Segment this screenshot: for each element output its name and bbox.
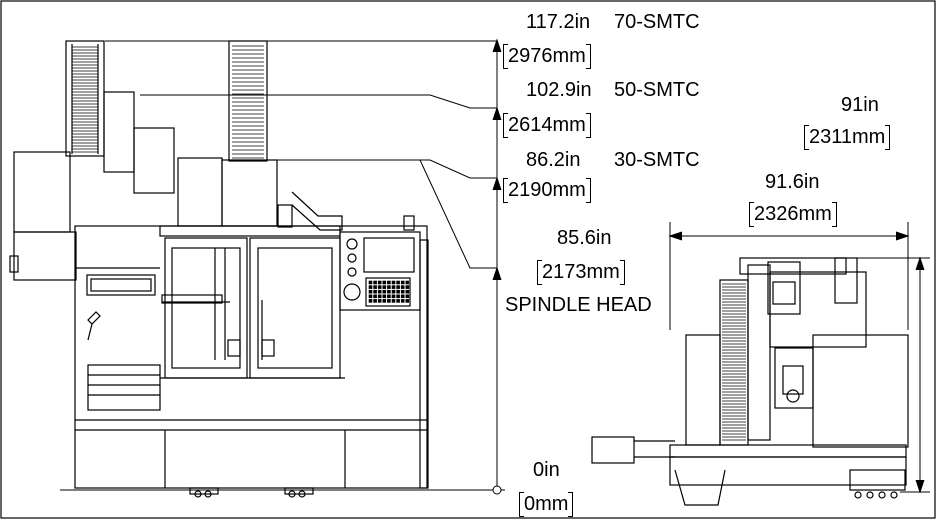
height-70-model: 70-SMTC [614,11,700,33]
depth-mm: 2326mm [749,202,837,227]
spindle-height-mm: 2173mm [537,260,625,285]
spindle-height-inch: 85.6in [557,227,612,249]
depth-inch: 91.6in [765,171,820,193]
height-30-inch: 86.2in [526,149,581,171]
height-dimension-lines [60,38,505,495]
side-dimension-inch: 91in [841,94,879,116]
front-doors [160,237,345,379]
side-dimension-lines [668,222,930,494]
height-30-mm: 2190mm [503,178,591,203]
spindle-head-label: SPINDLE HEAD [505,294,652,316]
height-50-inch: 102.9in [526,79,592,101]
side-view-machine [591,257,909,506]
front-view-machine [9,40,429,498]
center-tool-carousel [221,40,278,227]
zero-height-inch: 0in [533,459,560,481]
side-tool-carousel [719,264,771,446]
height-70-mm: 2976mm [503,44,591,69]
zero-height-mm: 0mm [518,492,574,517]
side-dimension-mm: 2311mm [803,125,891,150]
control-pendant [339,231,421,311]
height-30-model: 30-SMTC [614,149,700,171]
left-magazine-housing [13,151,71,233]
left-tool-carousel [65,40,175,194]
height-50-model: 50-SMTC [614,79,700,101]
front-enclosure [74,225,428,489]
height-50-mm: 2614mm [503,113,591,138]
height-70-inch: 117.2in [526,11,591,33]
